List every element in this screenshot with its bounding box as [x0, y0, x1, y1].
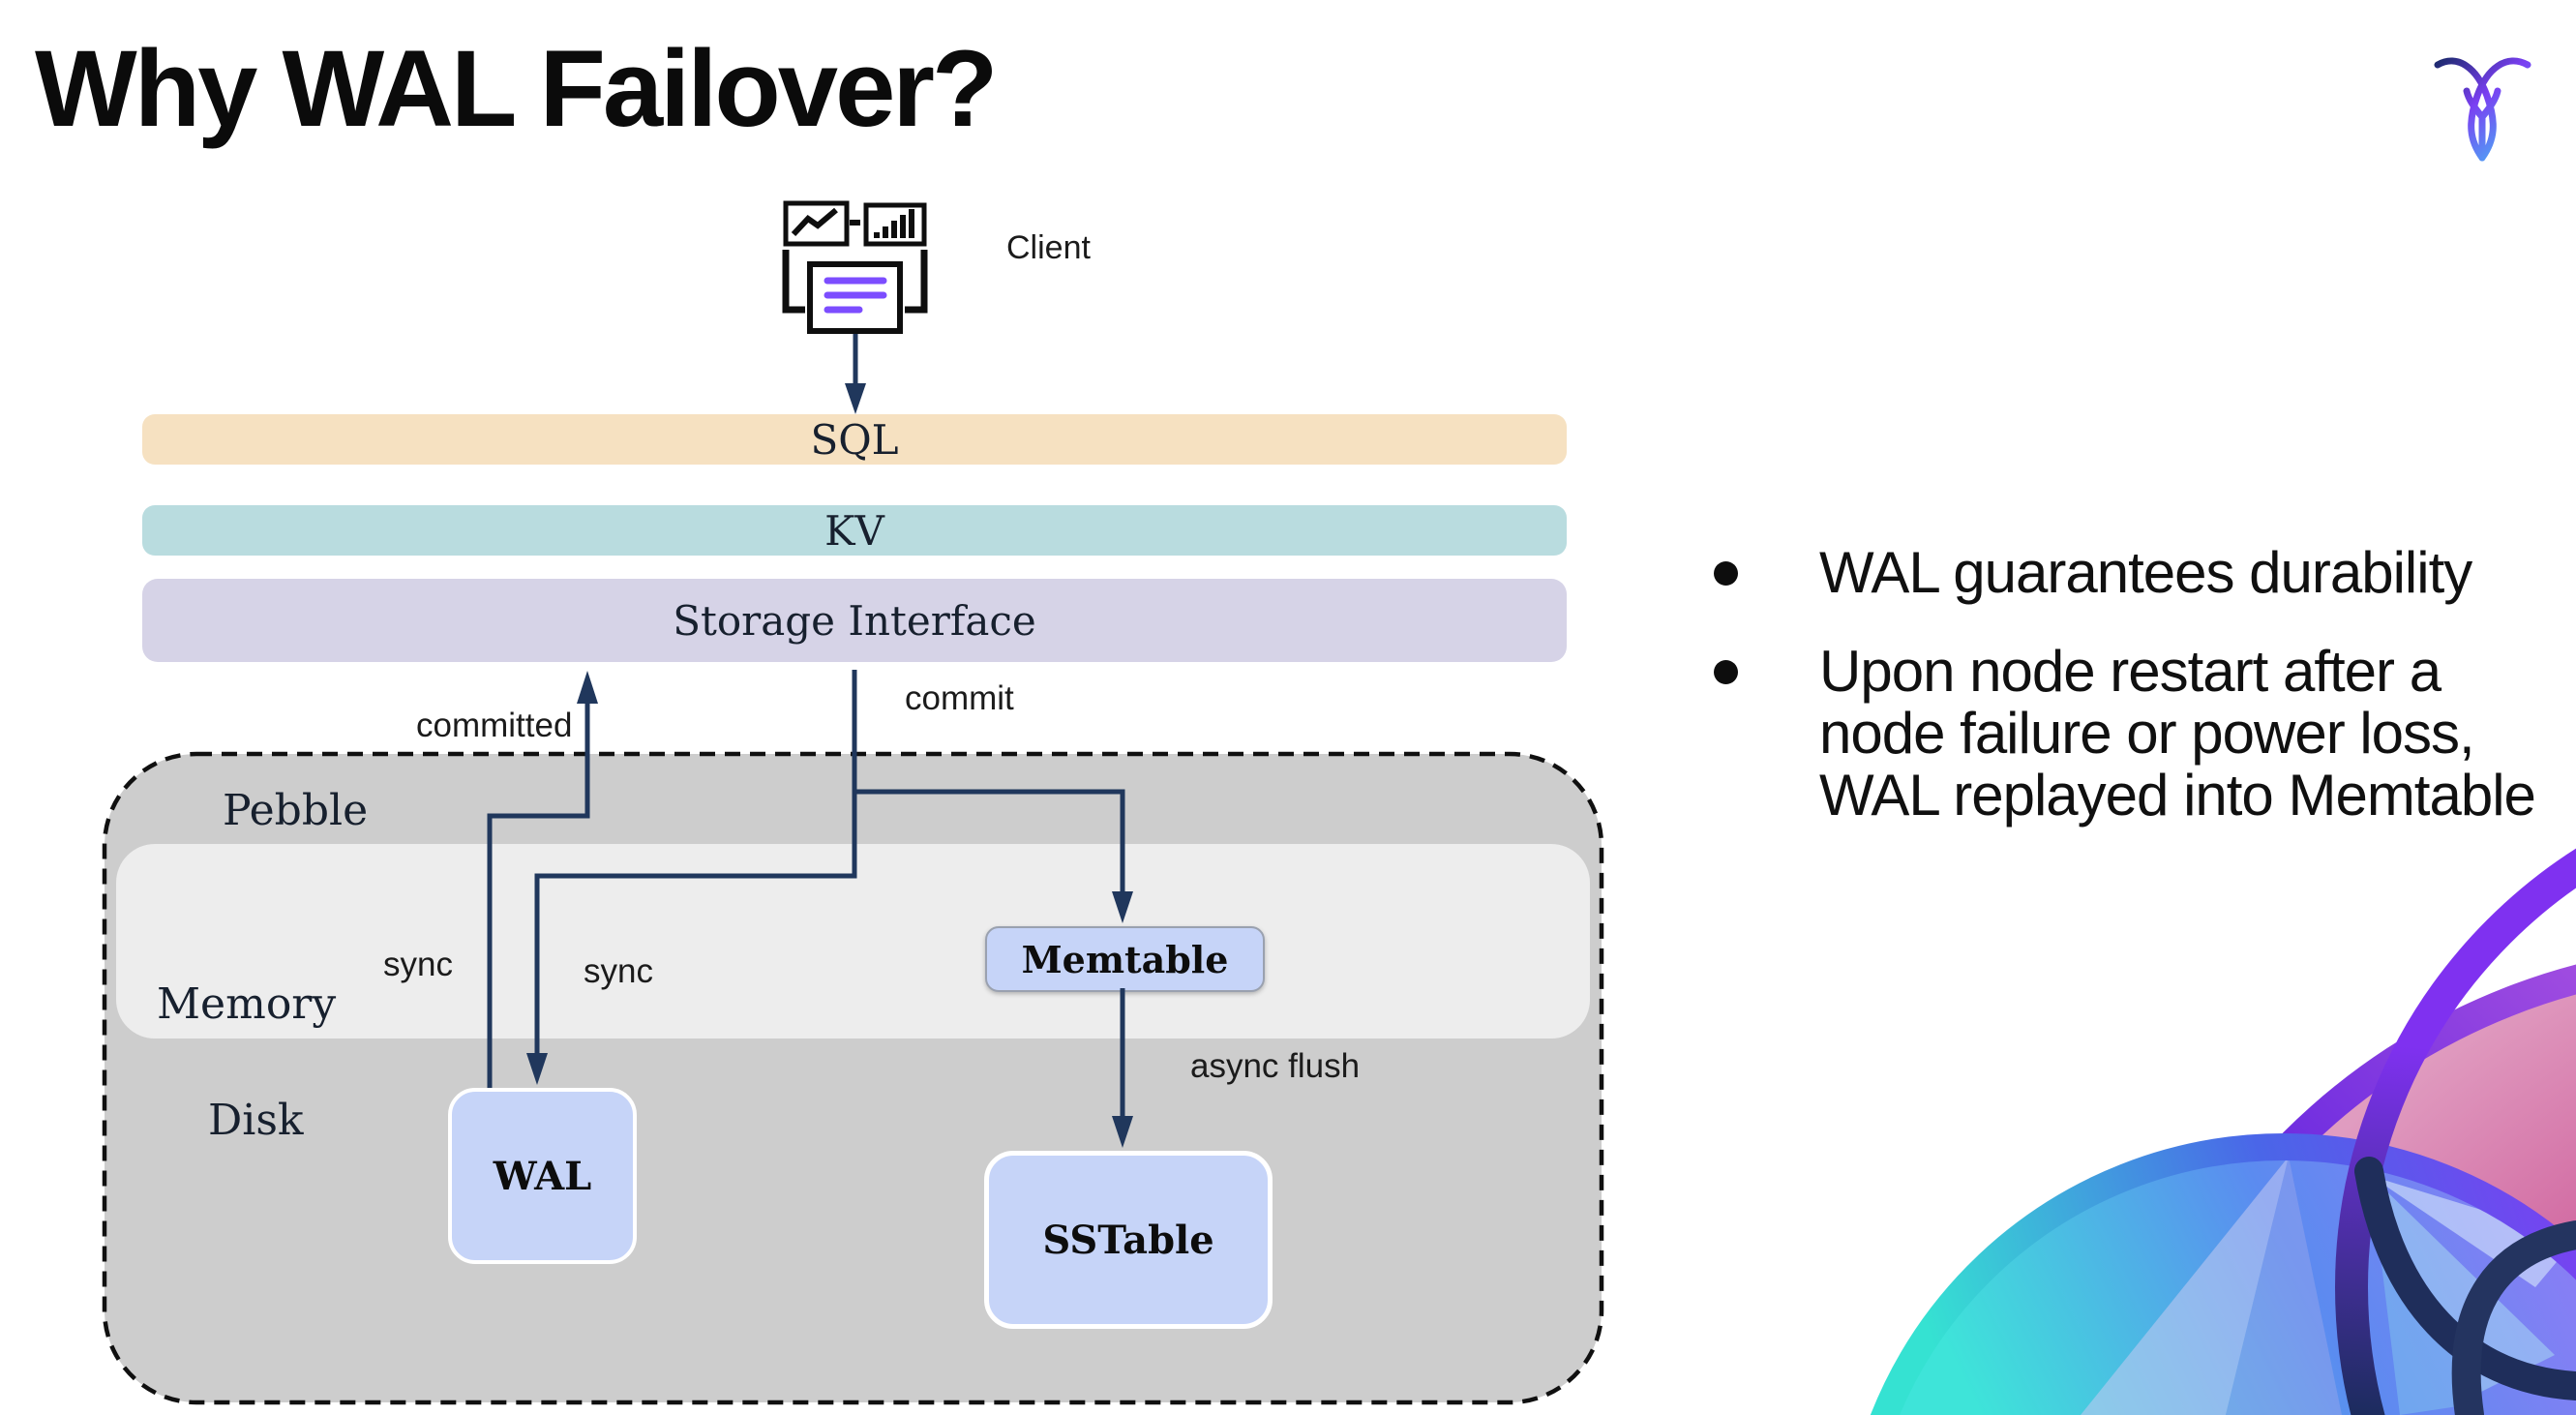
- bullet-text: WAL guarantees durability: [1819, 540, 2472, 605]
- bullet-dot-icon: [1714, 660, 1738, 684]
- list-item: WAL guarantees durability: [1714, 542, 2565, 604]
- memory-band: [116, 844, 1590, 1039]
- bullet-list: WAL guarantees durability Upon node rest…: [1714, 542, 2565, 827]
- sql-layer-bar: SQL: [142, 414, 1567, 465]
- client-icon: [782, 200, 928, 334]
- memtable-label: Memtable: [1021, 937, 1229, 981]
- arrowhead-client: [845, 383, 866, 414]
- arrowhead-async-flush: [1112, 1116, 1133, 1148]
- pebble-label: Pebble: [223, 786, 369, 835]
- client-label: Client: [1006, 229, 1091, 266]
- edge-label-sync-ack: sync: [383, 946, 453, 983]
- sstable-label: SSTable: [1042, 1217, 1214, 1263]
- memory-label: Memory: [157, 979, 337, 1029]
- bullet-dot-icon: [1714, 561, 1738, 586]
- storage-interface-layer-label: Storage Interface: [673, 596, 1036, 645]
- kv-layer-label: KV: [824, 506, 884, 555]
- list-item: Upon node restart after a node failure o…: [1714, 641, 2565, 827]
- arrowhead-sync: [526, 1053, 548, 1085]
- sql-layer-label: SQL: [810, 415, 899, 464]
- disk-label: Disk: [208, 1096, 304, 1145]
- wal-label: WAL: [493, 1153, 592, 1199]
- kv-layer-bar: KV: [142, 505, 1567, 556]
- sstable-box: SSTable: [984, 1151, 1273, 1329]
- wal-box: WAL: [448, 1088, 637, 1264]
- slide-title: Why WAL Failover?: [35, 28, 998, 149]
- arrowhead-committed: [577, 671, 598, 704]
- bullet-text: Upon node restart after a node failure o…: [1819, 639, 2536, 828]
- cockroachdb-logo-icon: [2434, 57, 2531, 162]
- edge-label-commit: commit: [905, 679, 1014, 717]
- edge-label-sync-wal: sync: [584, 952, 653, 990]
- edge-label-async-flush: async flush: [1190, 1047, 1361, 1085]
- storage-interface-layer-bar: Storage Interface: [142, 579, 1567, 662]
- edge-label-committed: committed: [416, 707, 573, 744]
- memtable-box: Memtable: [985, 926, 1265, 992]
